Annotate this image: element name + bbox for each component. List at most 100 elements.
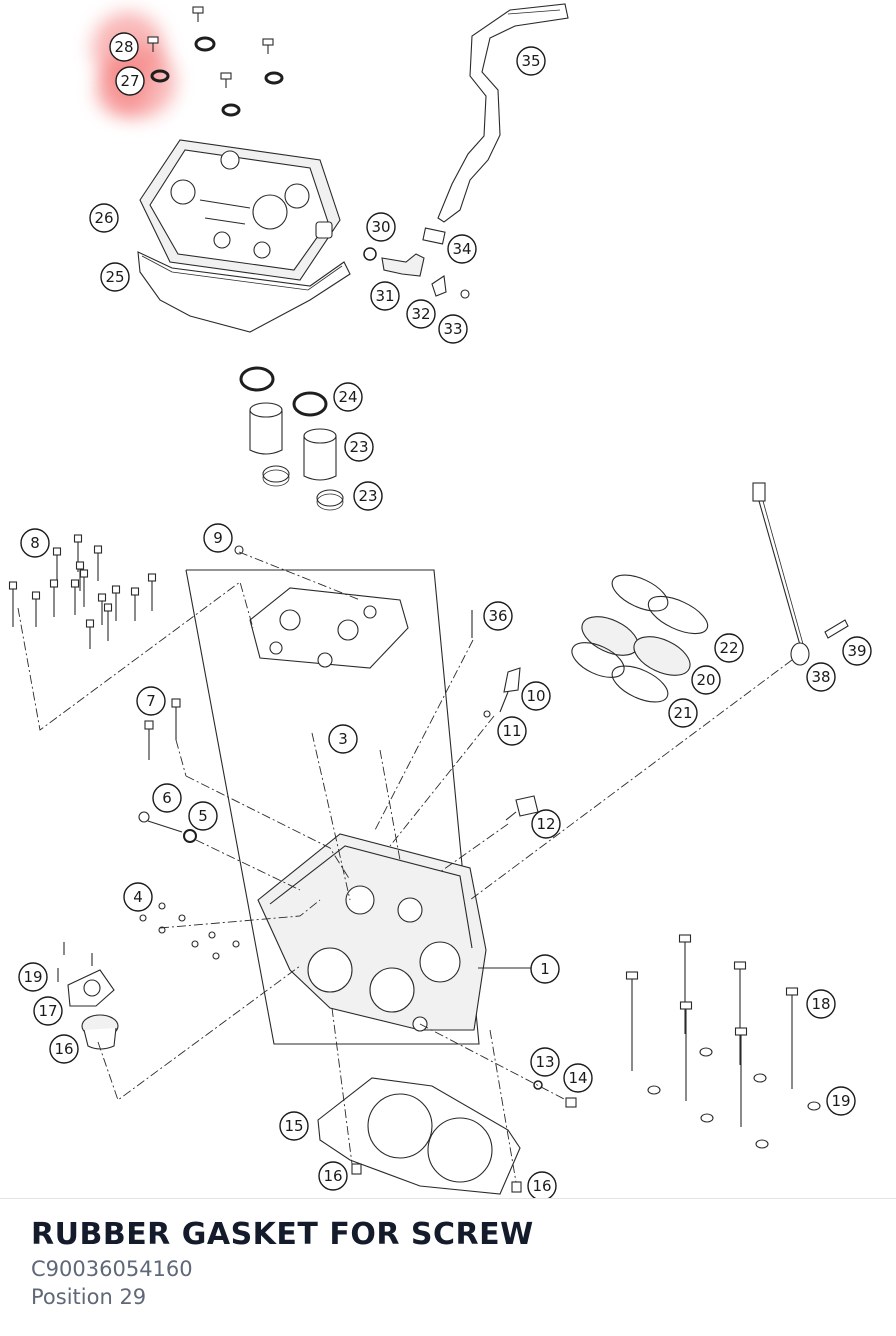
- callout-19[interactable]: 19: [18, 962, 48, 992]
- head-bolts-small: [138, 698, 197, 843]
- cylinder-head: [257, 833, 534, 1032]
- thermostat-housing: [57, 942, 119, 1050]
- svg-text:28: 28: [114, 38, 133, 56]
- camshaft-bolts: [8, 534, 157, 649]
- callout-16b[interactable]: 16: [527, 1171, 557, 1198]
- svg-text:3: 3: [338, 730, 348, 748]
- callout-7[interactable]: 7: [136, 686, 166, 716]
- svg-text:12: 12: [536, 815, 555, 833]
- temperature-sensors: [471, 610, 539, 821]
- breather-fitting: [363, 247, 470, 299]
- cover-grommets: [150, 36, 284, 117]
- callout-35[interactable]: 34: [447, 234, 477, 264]
- part-position: Position 29: [31, 1285, 147, 1309]
- cylinder-head-bolts: [625, 934, 821, 1149]
- callout-23a[interactable]: 22: [714, 633, 744, 663]
- callout-5[interactable]: 5: [188, 801, 218, 831]
- callout-18[interactable]: 17: [33, 996, 63, 1026]
- svg-text:1: 1: [540, 960, 550, 978]
- svg-text:4: 4: [133, 888, 143, 906]
- callout-22[interactable]: 20: [691, 665, 721, 695]
- callout-8[interactable]: 8: [20, 528, 50, 558]
- callout-28[interactable]: 26: [89, 203, 119, 233]
- svg-text:9: 9: [213, 529, 223, 547]
- part-info-panel: RUBBER GASKET FOR SCREW C90036054160 Pos…: [0, 1198, 896, 1336]
- callout-23b[interactable]: 21: [668, 698, 698, 728]
- callout-33[interactable]: 32: [406, 299, 436, 329]
- svg-text:18: 18: [811, 995, 830, 1013]
- callout-13[interactable]: 13: [530, 1047, 560, 1077]
- svg-text:36: 36: [488, 607, 507, 625]
- callout-11[interactable]: 11: [497, 716, 527, 746]
- callout-24[interactable]: 23: [353, 481, 383, 511]
- valve-cover: [139, 139, 341, 281]
- hose-clamp: [422, 227, 446, 245]
- cylinder-head-gasket: [317, 1077, 577, 1195]
- callout-30[interactable]: 28: [109, 32, 139, 62]
- exploded-parts-diagram: 28 27 35 26 30 34 25 31 32 33 24 23 23 8…: [8, 3, 872, 1198]
- svg-text:7: 7: [146, 692, 156, 710]
- callout-39[interactable]: 39: [842, 636, 872, 666]
- selection-highlight: [92, 12, 176, 118]
- cover-screws: [147, 6, 274, 88]
- callout-37[interactable]: 36: [483, 601, 513, 631]
- leader-lines: [17, 551, 793, 1183]
- valve-cover-gasket: [137, 251, 351, 333]
- svg-text:19: 19: [831, 1092, 850, 1110]
- callout-31[interactable]: 30: [366, 212, 396, 242]
- svg-text:32: 32: [411, 305, 430, 323]
- svg-text:25: 25: [105, 268, 124, 286]
- svg-text:16: 16: [323, 1167, 342, 1185]
- svg-text:10: 10: [526, 687, 545, 705]
- camshaft-bridge: [234, 545, 409, 669]
- callout-14[interactable]: 14: [563, 1063, 593, 1093]
- callout-17[interactable]: 16: [49, 1034, 79, 1064]
- nuts: [139, 902, 240, 960]
- callout-15[interactable]: 15: [279, 1111, 309, 1141]
- svg-text:16: 16: [54, 1040, 73, 1058]
- callout-36[interactable]: 35: [516, 46, 546, 76]
- svg-text:16: 16: [532, 1177, 551, 1195]
- svg-text:27: 27: [120, 72, 139, 90]
- callout-3[interactable]: 3: [328, 724, 358, 754]
- callout-10[interactable]: 10: [521, 681, 551, 711]
- callout-29[interactable]: 27: [115, 66, 145, 96]
- svg-text:23: 23: [349, 438, 368, 456]
- svg-text:26: 26: [94, 209, 113, 227]
- svg-text:21: 21: [673, 704, 692, 722]
- svg-text:15: 15: [284, 1117, 303, 1135]
- intake-flanges: [571, 574, 709, 703]
- svg-text:19: 19: [23, 968, 42, 986]
- callout-12[interactable]: 12: [531, 809, 561, 839]
- svg-text:20: 20: [696, 671, 715, 689]
- callout-9[interactable]: 9: [203, 523, 233, 553]
- callout-25[interactable]: 23: [344, 432, 374, 462]
- svg-text:13: 13: [535, 1053, 554, 1071]
- callout-32[interactable]: 31: [370, 281, 400, 311]
- callout-1[interactable]: 1: [530, 954, 560, 984]
- callout-20[interactable]: 18: [806, 989, 836, 1019]
- callout-4[interactable]: 4: [123, 882, 153, 912]
- callout-6[interactable]: 6: [152, 783, 182, 813]
- callout-26[interactable]: 24: [333, 382, 363, 412]
- svg-text:6: 6: [162, 789, 172, 807]
- sensor-cable: [752, 482, 849, 666]
- svg-text:8: 8: [30, 534, 40, 552]
- svg-text:33: 33: [443, 320, 462, 338]
- callout-16a[interactable]: 16: [318, 1161, 348, 1191]
- spark-plug-sleeves: [239, 366, 344, 511]
- callout-38[interactable]: 38: [806, 662, 836, 692]
- breather-hose: [437, 3, 569, 223]
- svg-text:23: 23: [358, 487, 377, 505]
- part-number: C90036054160: [31, 1257, 193, 1281]
- callout-34[interactable]: 33: [438, 314, 468, 344]
- callout-21[interactable]: 19: [826, 1086, 856, 1116]
- svg-text:30: 30: [371, 218, 390, 236]
- svg-text:39: 39: [847, 642, 866, 660]
- svg-text:17: 17: [38, 1002, 57, 1020]
- svg-text:22: 22: [719, 639, 738, 657]
- svg-text:34: 34: [452, 240, 471, 258]
- callout-27[interactable]: 25: [100, 262, 130, 292]
- svg-text:31: 31: [375, 287, 394, 305]
- svg-text:24: 24: [338, 388, 357, 406]
